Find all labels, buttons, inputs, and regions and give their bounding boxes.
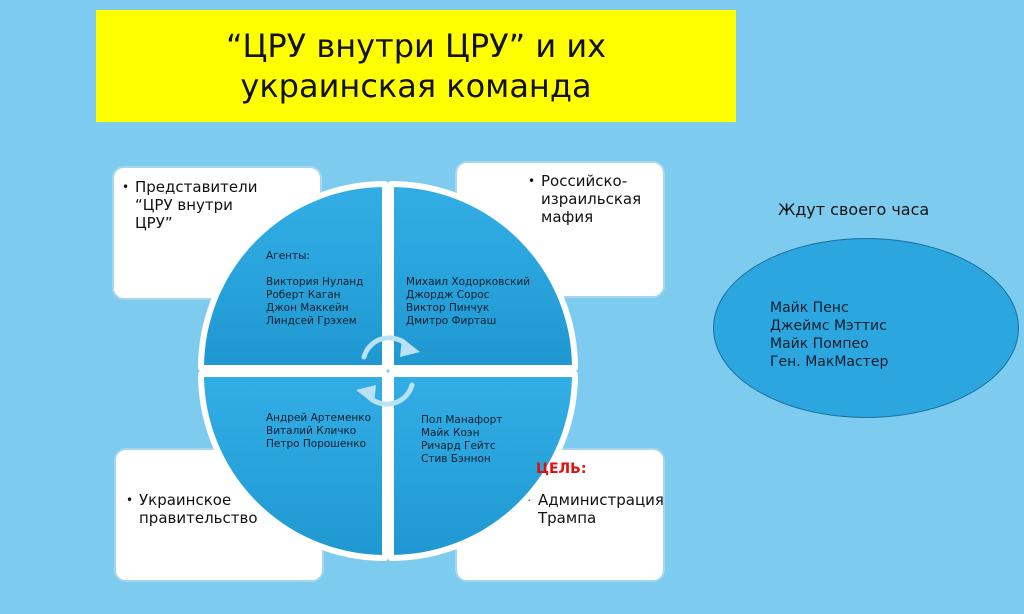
corner-line: Представители — [135, 178, 258, 196]
goal-label: ЦЕЛЬ: — [536, 461, 587, 477]
corner-line: Украинское — [139, 491, 232, 509]
bullet-icon: • — [126, 493, 134, 507]
quadrant-name: Андрей Артеменко — [266, 412, 372, 424]
quadrant-text-top-right: Михаил Ходорковский Джордж Сорос Виктор … — [406, 276, 530, 328]
quadrant-top-left — [198, 181, 388, 371]
quadrant-name: Дмитро Фирташ — [406, 315, 497, 327]
bullet-icon: • — [528, 174, 536, 188]
corner-line: израильская — [541, 190, 642, 208]
quadrant-name: Михаил Ходорковский — [406, 276, 531, 288]
quadrant-name: Петро Порошенко — [266, 438, 367, 450]
corner-line: Российско- — [541, 172, 628, 190]
quadrant-heading: Агенты: — [266, 250, 310, 262]
quadrant-name: Виктория Нуланд — [266, 276, 364, 288]
quadrant-name: Пол Манафорт — [421, 414, 503, 426]
corner-text-top-right: • Российско- израильская мафия — [528, 172, 642, 226]
waiting-name: Майк Помпео — [770, 336, 869, 352]
waiting-heading: Ждут своего часа — [778, 200, 930, 219]
cycle-arrowheads-icon — [356, 338, 420, 404]
waiting-name: Майк Пенс — [770, 300, 849, 316]
quadrant-name: Майк Коэн — [421, 427, 480, 439]
corner-line: мафия — [541, 208, 594, 226]
corner-line: Трампа — [538, 509, 597, 527]
quadrant-text-top-left: Агенты: Виктория Нуланд Роберт Каган Джо… — [266, 250, 363, 328]
quadrant-name: Ричард Гейтс — [421, 440, 496, 452]
title-line-2: украинская команда — [240, 67, 592, 105]
quadrant-name: Джордж Сорос — [406, 289, 490, 301]
quadrant-bottom-left — [198, 371, 388, 561]
quadrant-bottom-right — [388, 371, 578, 561]
corner-text-top-left: • Представители “ЦРУ внутри ЦРУ” — [122, 178, 258, 232]
waiting-ellipse — [713, 238, 1019, 418]
quadrant-name: Джон Маккейн — [266, 302, 349, 314]
quadrant-text-bottom-left: Андрей Артеменко Виталий Кличко Петро По… — [266, 412, 371, 451]
bullet-icon: • — [122, 180, 130, 194]
waiting-name: Ген. МакМастер — [770, 354, 889, 370]
corner-text-bottom-left: • Украинское правительство — [126, 491, 258, 527]
quadrant-name: Виктор Пинчук — [406, 302, 490, 314]
waiting-names: Майк Пенс Джеймс Мэттис Майк Помпео Ген.… — [770, 299, 888, 371]
title-banner: “ЦРУ внутри ЦРУ” и их украинская команда — [96, 10, 736, 122]
quadrant-top-right — [388, 181, 578, 371]
quadrant-name: Роберт Каган — [266, 289, 341, 301]
corner-line: “ЦРУ внутри — [135, 196, 233, 214]
corner-line: Администрация — [538, 491, 664, 509]
quadrant-name: Виталий Кличко — [266, 425, 357, 437]
quadrant-name: Линдсей Грэхем — [266, 315, 357, 327]
quadrant-text-bottom-right: Пол Манафорт Майк Коэн Ричард Гейтс Стив… — [421, 414, 502, 466]
corner-line: правительство — [139, 509, 258, 527]
title-line-1: “ЦРУ внутри ЦРУ” и их — [225, 27, 607, 65]
quadrant-name: Стив Бэннон — [421, 453, 491, 465]
waiting-name: Джеймс Мэттис — [770, 318, 887, 334]
corner-line: ЦРУ” — [135, 214, 173, 232]
